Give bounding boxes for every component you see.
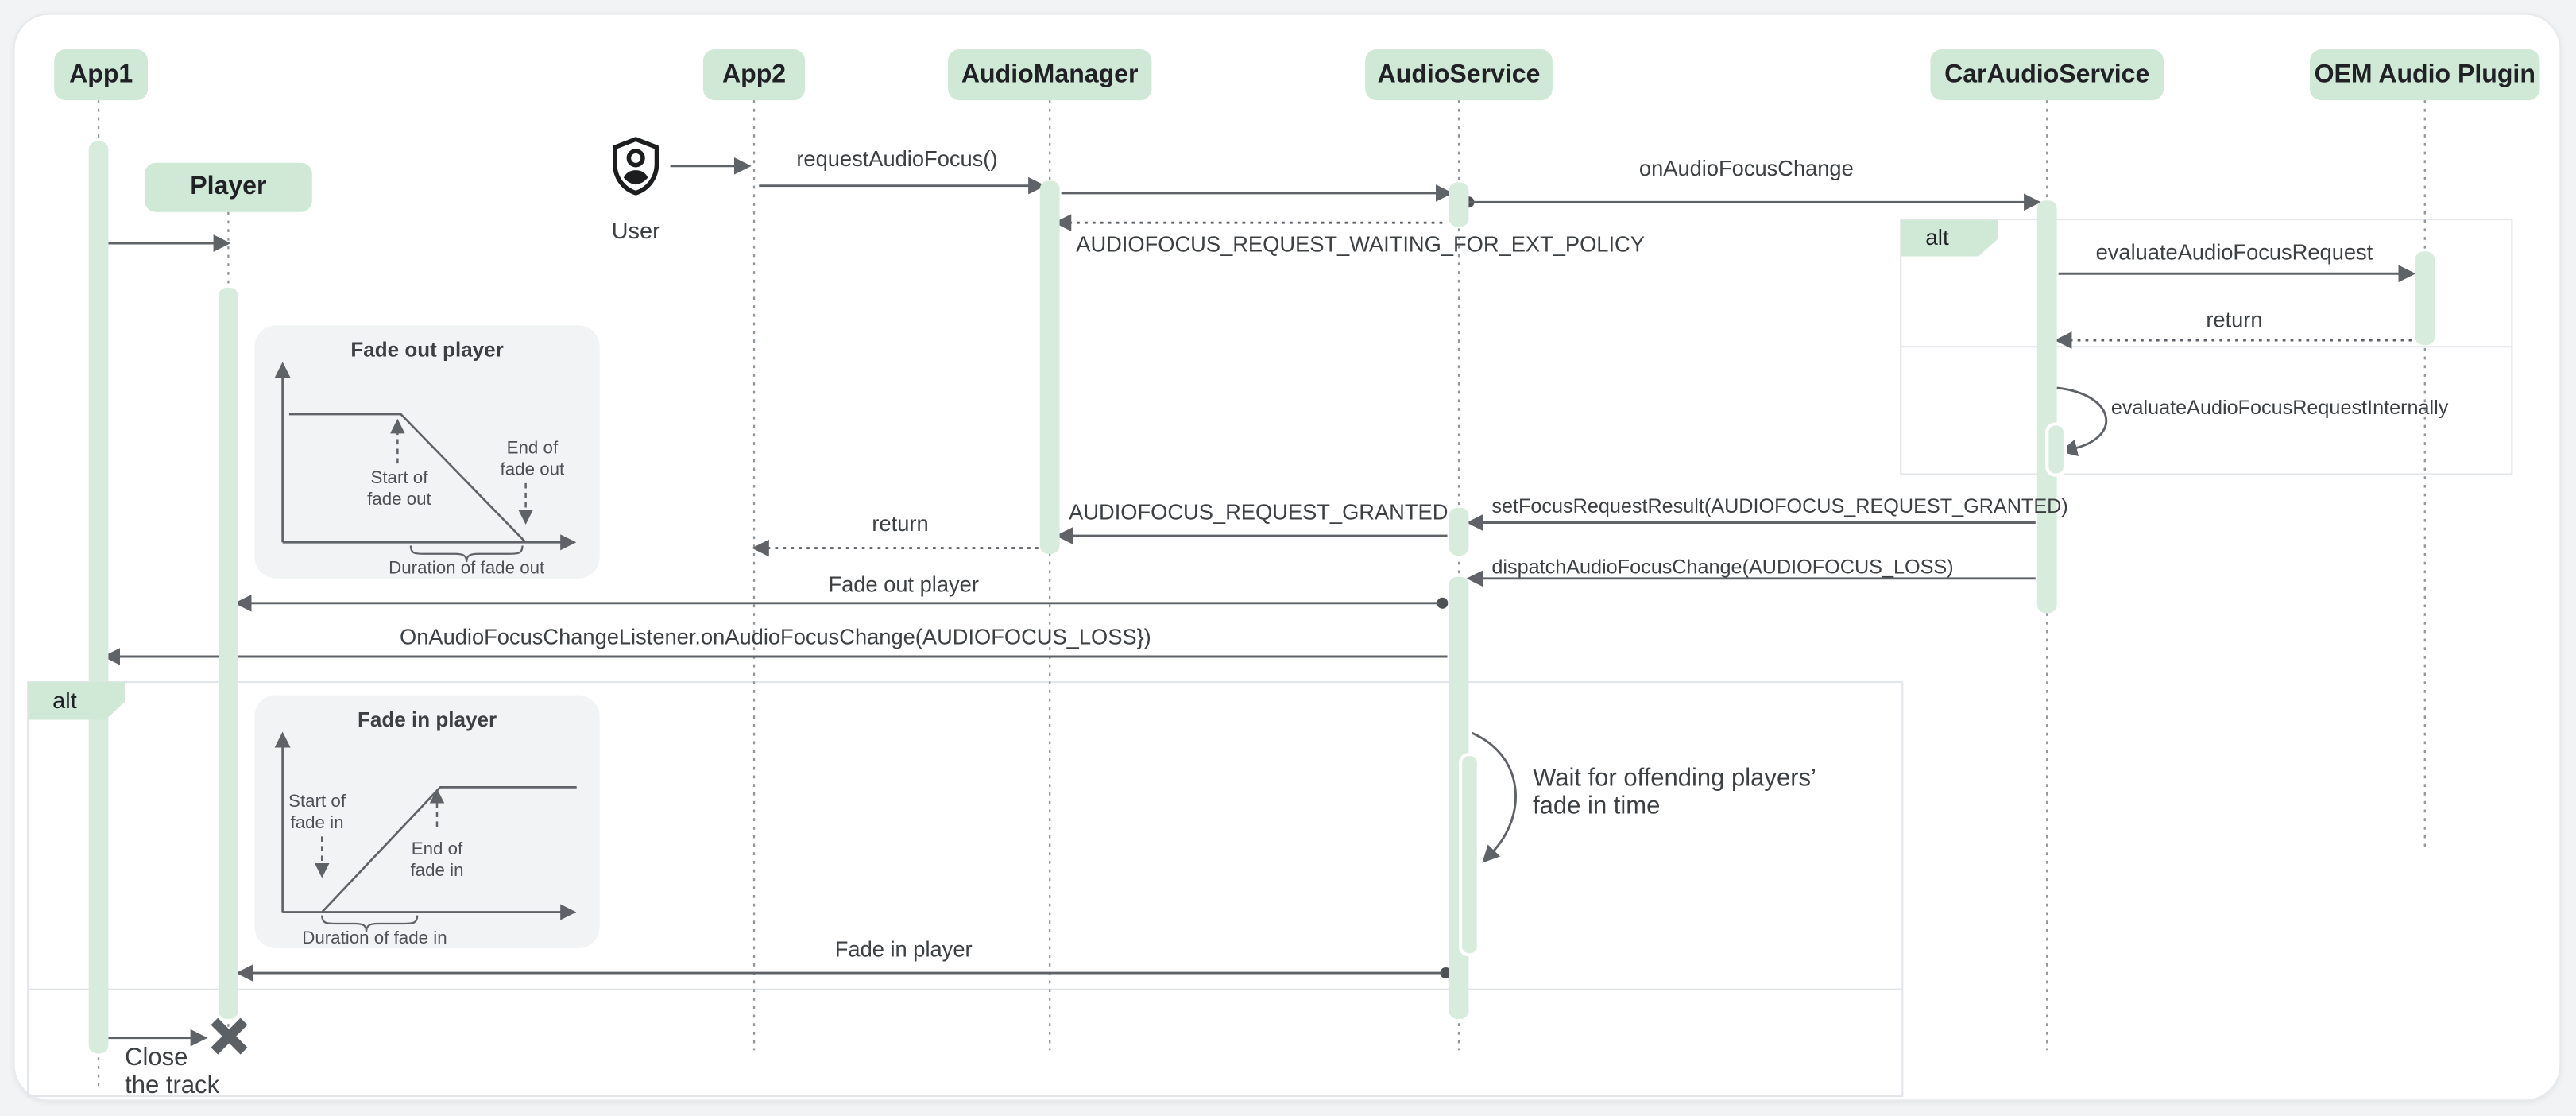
fade-in-end-line1: End of [411,839,463,860]
label-evaluate-internally: evaluateAudioFocusRequestInternally [2110,396,2449,420]
participant-app2-label: App2 [721,60,787,88]
fade-out-curve [288,413,527,544]
alt-tag-top: alt [1901,220,1998,257]
fade-in-end-line2: fade in [410,860,464,881]
fade-out-start-line1: Start of [370,468,428,489]
fade-in-inset: Fade in player Start of fade in End of f… [254,695,600,949]
label-close-track: Close the track [125,1043,220,1099]
participant-oem-plugin: OEM Audio Plugin [2310,49,2540,101]
fade-in-inset-title: Fade in player [357,708,497,732]
fade-in-curve [321,786,577,913]
activation-audioservice-2 [1449,507,1469,556]
x-icon [211,1017,248,1055]
fade-out-origin-dot [1437,597,1449,609]
note-wait-line1: Wait for offending players’ [1533,764,1816,792]
label-on-audio-focus-change: onAudioFocusChange [1638,156,1854,181]
participant-app2: App2 [702,49,806,101]
person-shoulders [623,170,648,185]
label-evaluate-request: evaluateAudioFocusRequest [2095,239,2373,265]
fade-out-inset-title: Fade out player [350,338,504,362]
fade-in-start-line1: Start of [288,792,346,812]
fade-out-end-line1: End of [506,439,559,459]
fade-out-chart [274,362,577,563]
label-close-line1: Close [125,1043,188,1072]
self-arrow-evaluate-internally [2056,386,2108,457]
participant-oem-plugin-label: OEM Audio Plugin [2314,60,2535,88]
fade-out-inset: Fade out player Start of fade out End of… [254,325,600,579]
self-arrow-wait-fade-in [1471,731,1517,863]
label-dispatch-focus-change: dispatchAudioFocusChange(AUDIOFOCUS_LOSS… [1491,555,1954,579]
fade-in-duration-label: Duration of fade in [302,928,447,947]
fade-in-duration-brace [321,915,419,932]
fade-out-start-line2: fade out [367,489,431,509]
alt-tag-bottom: alt [28,682,126,720]
fade-out-duration-brace [409,545,524,563]
activation-oem [2415,251,2435,346]
activation-player [218,287,238,1019]
fade-in-origin-dot [1440,967,1452,979]
label-set-focus-result: setFocusRequestResult(AUDIOFOCUS_REQUEST… [1491,494,2068,518]
participant-app1: App1 [54,49,149,101]
alt-tag-bottom-label: alt [52,687,77,714]
label-close-line2: the track [125,1071,220,1099]
activation-app1 [88,141,109,1054]
participant-caraudioservice: CarAudioService [1930,49,2164,101]
fade-out-end-line2: fade out [500,459,565,479]
label-fade-out-player: Fade out player [828,572,979,597]
participant-audiomanager: AudioManager [948,49,1152,101]
label-return-app2: return [872,510,929,536]
participant-caraudioservice-label: CarAudioService [1944,60,2150,88]
fade-out-start-label: Start of fade out [367,468,431,510]
label-request-granted: AUDIOFOCUS_REQUEST_GRANTED [1069,499,1449,525]
label-listener-focus-loss: OnAudioFocusChangeListener.onAudioFocusC… [400,624,1151,649]
fade-in-chart [274,731,577,932]
fade-in-start-line2: fade in [290,812,344,833]
fade-in-end-label: End of fade in [410,840,463,882]
activation-audiomanager [1039,180,1060,554]
participant-app1-label: App1 [69,60,133,88]
activation-audioservice-wait [1459,752,1480,957]
participant-audioservice: AudioService [1365,49,1553,101]
participant-audiomanager-label: AudioManager [961,60,1139,88]
alt-frame-bottom [27,681,1904,1098]
label-request-audio-focus: requestAudioFocus() [796,146,998,172]
x-stroke-2 [211,1017,248,1055]
label-waiting-ext-policy: AUDIOFOCUS_REQUEST_WAITING_FOR_EXT_POLIC… [1076,231,1645,257]
note-wait-fade-in: Wait for offending players’ fade in time [1533,764,1816,820]
fade-in-start-label: Start of fade in [288,792,346,834]
activation-audioservice-1 [1449,182,1469,227]
object-player-label: Player [190,172,267,201]
alt-tag-top-label: alt [1925,225,1949,250]
label-return-oem: return [2206,306,2263,331]
object-player: Player [144,162,312,212]
participant-audioservice-label: AudioService [1377,60,1541,88]
activation-caraudioservice [2036,200,2057,614]
shield-person-icon [613,137,659,196]
fade-out-end-label: End of fade out [501,439,565,480]
user-label: User [611,216,660,244]
label-fade-in-player: Fade in player [834,936,973,962]
shield-outline [613,137,659,196]
note-wait-line2: fade in time [1533,791,1661,820]
fade-out-duration-label: Duration of fade out [389,557,545,578]
activation-caraudioservice-internal [2045,422,2067,477]
person-head [626,149,645,168]
